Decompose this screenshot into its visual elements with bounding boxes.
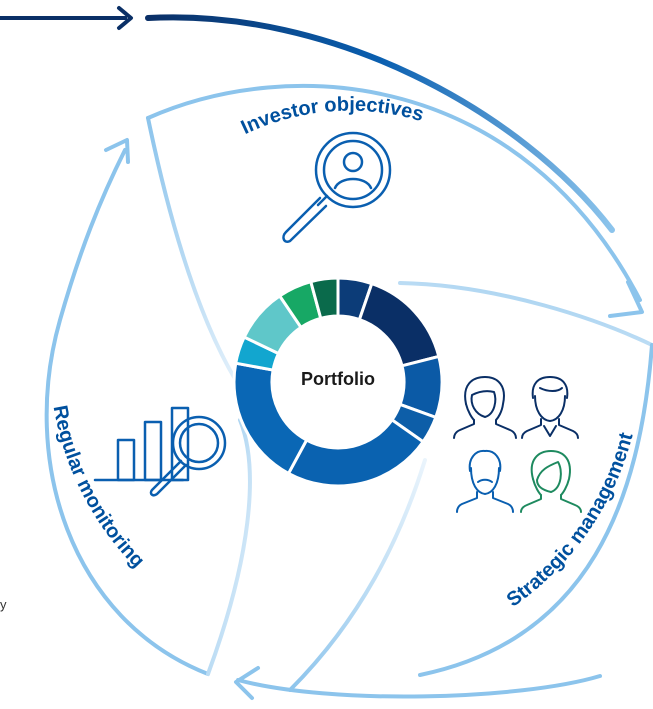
label-investor-objectives: Investor objectives <box>238 94 426 139</box>
edge-text-fragment: y <box>0 597 7 612</box>
portfolio-donut-chart <box>232 276 444 488</box>
donut-slice-5 <box>286 417 426 488</box>
people-icon <box>453 376 582 513</box>
cycle-segment-investor-objectives <box>146 83 653 397</box>
portfolio-label: Portfolio <box>301 369 375 389</box>
cycle-segment-strategic-management <box>234 343 653 700</box>
label-strategic-management: Strategic management <box>503 430 638 611</box>
donut-slice-10 <box>308 276 340 321</box>
cycle-segment-regular-monitoring <box>44 138 252 676</box>
donut-slice-2 <box>357 281 441 368</box>
person-woman-green-icon <box>520 450 582 513</box>
top-arrow <box>0 6 615 233</box>
person-man-icon <box>521 376 579 439</box>
magnifier-person-icon <box>282 131 392 243</box>
donut-slice-6 <box>232 361 309 476</box>
bar-chart-magnifier-icon <box>93 406 227 497</box>
person-man-mustache-icon <box>456 449 514 513</box>
person-woman-icon <box>453 376 517 439</box>
label-regular-monitoring: Regular monitoring <box>49 404 149 573</box>
